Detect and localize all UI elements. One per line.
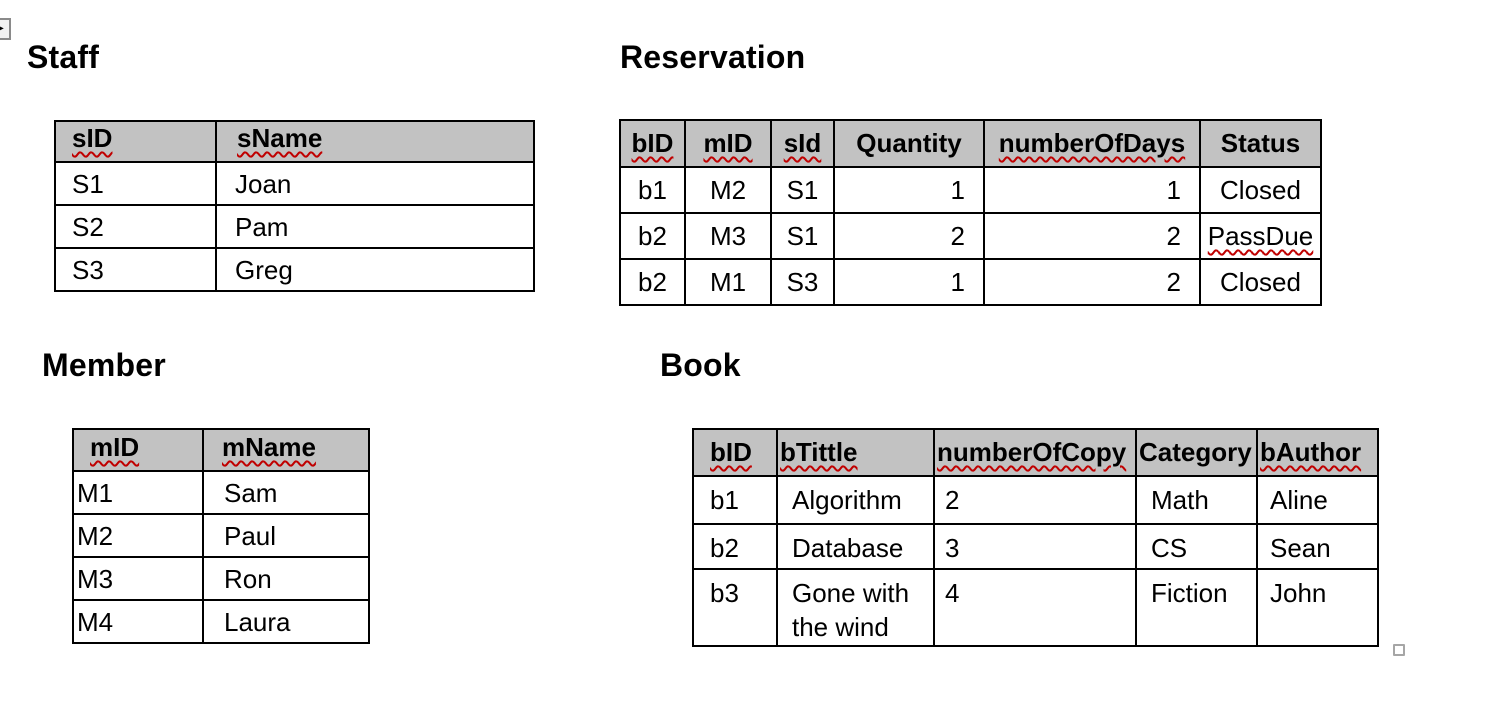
table-cell: Ron <box>202 556 370 601</box>
table-header-row: sID sName <box>54 120 535 163</box>
table-cell: Sam <box>202 470 370 515</box>
table-cell: 1 <box>833 258 985 306</box>
table-cell: Joan <box>215 161 535 206</box>
book-section-title: Book <box>660 347 741 383</box>
table-cell: 2 <box>983 212 1201 260</box>
table-header-row: bID mID sId Quantity numberOfDays Status <box>619 119 1322 168</box>
table-cell: M3 <box>684 212 772 260</box>
staff-section-title: Staff <box>27 39 100 75</box>
column-header-mname: mName <box>202 428 370 472</box>
table-cell: 2 <box>933 475 1137 525</box>
table-cell: 2 <box>983 258 1201 306</box>
table-cell: 2 <box>833 212 985 260</box>
table-cell: PassDue <box>1199 212 1322 260</box>
table-cell: b2 <box>619 212 686 260</box>
table-cell: Database <box>776 523 935 570</box>
right-arrow-icon: ▶ <box>0 24 4 34</box>
member-section-title: Member <box>42 347 166 383</box>
table-cell: M1 <box>684 258 772 306</box>
column-header-sid: sID <box>54 120 217 163</box>
table-cell: S3 <box>770 258 835 306</box>
table-cell: 1 <box>833 166 985 214</box>
table-cell: b2 <box>619 258 686 306</box>
table-cell: b1 <box>619 166 686 214</box>
table-row: S1 Joan <box>54 161 535 206</box>
table-cell: 1 <box>983 166 1201 214</box>
table-cell: Paul <box>202 513 370 558</box>
expand-corner-button[interactable]: ▶ <box>0 18 11 40</box>
table-row: M4 Laura <box>72 599 370 644</box>
table-row: M1 Sam <box>72 470 370 515</box>
table-cell: M4 <box>72 599 204 644</box>
table-cell: Closed <box>1199 166 1322 214</box>
column-header-bauthor: bAuthor <box>1256 428 1379 477</box>
table-row: S2 Pam <box>54 204 535 249</box>
table-row: S3 Greg <box>54 247 535 292</box>
reservation-section-title: Reservation <box>620 39 806 75</box>
table-cell: M1 <box>72 470 204 515</box>
table-cell: b1 <box>692 475 778 525</box>
table-row: b2 M3 S1 2 2 PassDue <box>619 212 1322 260</box>
column-header-bid: bID <box>692 428 778 477</box>
column-header-mid: mID <box>72 428 204 472</box>
column-header-category: Category <box>1135 428 1258 477</box>
table-cell: S1 <box>54 161 217 206</box>
table-cell: Math <box>1135 475 1258 525</box>
column-header-mid: mID <box>684 119 772 168</box>
table-cell: M2 <box>684 166 772 214</box>
table-cell: M3 <box>72 556 204 601</box>
column-header-numberofdays: numberOfDays <box>983 119 1201 168</box>
table-cell: Closed <box>1199 258 1322 306</box>
column-header-sname: sName <box>215 120 535 163</box>
column-header-btittle: bTittle <box>776 428 935 477</box>
column-header-status: Status <box>1199 119 1322 168</box>
table-cell: Gone with the wind <box>776 568 935 647</box>
table-cell: Laura <box>202 599 370 644</box>
table-cell: Fiction <box>1135 568 1258 647</box>
table-row: M2 Paul <box>72 513 370 558</box>
table-header-row: mID mName <box>72 428 370 472</box>
table-row: b1 M2 S1 1 1 Closed <box>619 166 1322 214</box>
table-row: M3 Ron <box>72 556 370 601</box>
reservation-table: bID mID sId Quantity numberOfDays Status… <box>619 119 1322 306</box>
column-header-quantity: Quantity <box>833 119 985 168</box>
staff-table: sID sName S1 Joan S2 Pam S3 Greg <box>54 120 535 292</box>
resize-handle[interactable] <box>1393 644 1405 656</box>
table-cell: b2 <box>692 523 778 570</box>
table-row: b2 M1 S3 1 2 Closed <box>619 258 1322 306</box>
table-cell: S2 <box>54 204 217 249</box>
table-cell: Sean <box>1256 523 1379 570</box>
column-header-bid: bID <box>619 119 686 168</box>
table-cell: Greg <box>215 247 535 292</box>
book-table: bID bTittle numberOfCopy Category bAutho… <box>692 428 1379 647</box>
member-table: mID mName M1 Sam M2 Paul M3 Ron M4 Laura <box>72 428 370 644</box>
table-row: b3 Gone with the wind 4 Fiction John <box>692 568 1379 647</box>
column-header-sid: sId <box>770 119 835 168</box>
table-row: b1 Algorithm 2 Math Aline <box>692 475 1379 525</box>
table-cell: CS <box>1135 523 1258 570</box>
table-cell: Pam <box>215 204 535 249</box>
table-cell: Aline <box>1256 475 1379 525</box>
table-cell: S3 <box>54 247 217 292</box>
table-header-row: bID bTittle numberOfCopy Category bAutho… <box>692 428 1379 477</box>
table-cell: 3 <box>933 523 1137 570</box>
table-cell: 4 <box>933 568 1137 647</box>
table-cell: S1 <box>770 166 835 214</box>
table-cell: M2 <box>72 513 204 558</box>
table-cell: S1 <box>770 212 835 260</box>
table-cell: b3 <box>692 568 778 647</box>
column-header-numberofcopy: numberOfCopy <box>933 428 1137 477</box>
table-cell: John <box>1256 568 1379 647</box>
table-row: b2 Database 3 CS Sean <box>692 523 1379 570</box>
table-cell: Algorithm <box>776 475 935 525</box>
